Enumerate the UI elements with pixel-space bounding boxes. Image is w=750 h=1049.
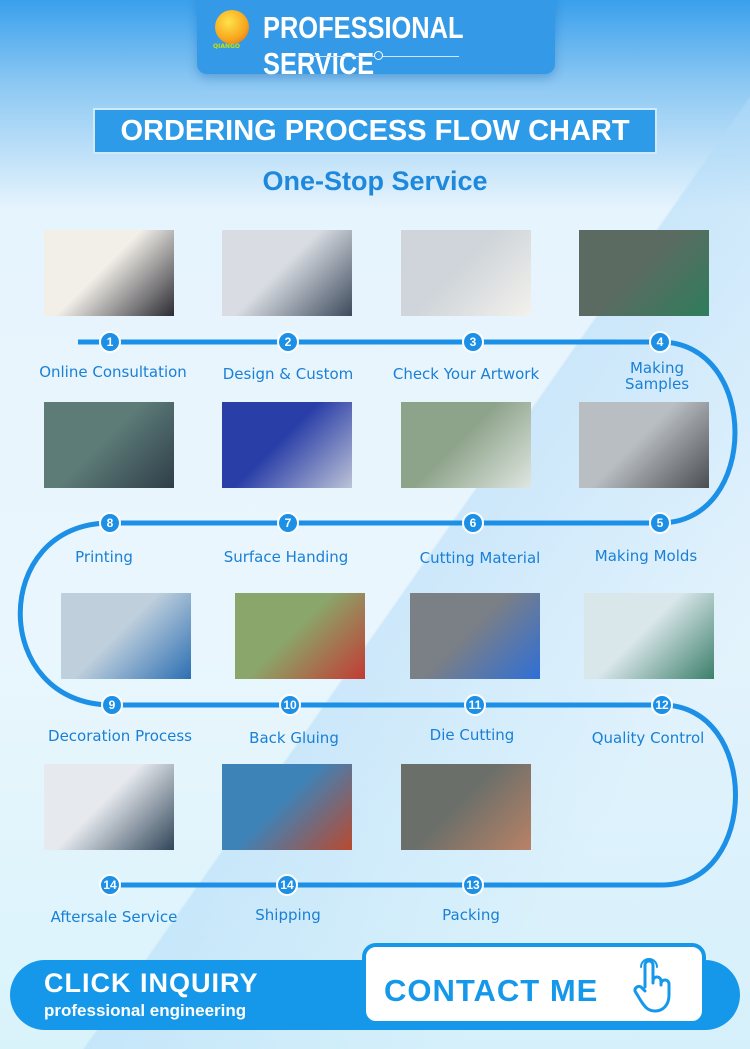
step-label: Online Consultation [39, 363, 187, 381]
step-photo-packed-boxes [401, 764, 531, 850]
step-photo-cargo-ship-plane [222, 764, 352, 850]
step-number-badge: 7 [277, 512, 299, 534]
step-label: Making Molds [594, 547, 698, 565]
step-label: Decoration Process [48, 727, 192, 745]
step-label: Making Samples [624, 359, 690, 393]
banner-title: ORDERING PROCESS FLOW CHART [120, 115, 630, 147]
step-photo-gluing-press [235, 593, 365, 679]
step-number-badge: 14 [99, 874, 121, 896]
step-number-badge: 5 [649, 512, 671, 534]
header-title: PROFESSIONAL SERVICE [263, 10, 464, 81]
step-photo-decoration-machine [61, 593, 191, 679]
step-number-badge: 10 [279, 694, 301, 716]
step-photo-mold-plate [579, 402, 709, 488]
step-number-badge: 6 [462, 512, 484, 534]
step-photo-sample-machine [579, 230, 709, 316]
step-number-badge: 8 [99, 512, 121, 534]
cta-title: CLICK INQUIRY [44, 968, 259, 998]
step-photo-support-agent [44, 764, 174, 850]
banner-title-bar: ORDERING PROCESS FLOW CHART [95, 110, 655, 152]
step-number-badge: 11 [464, 694, 486, 716]
step-photo-qc-workers [584, 593, 714, 679]
step-photo-die-cut-plate [410, 593, 540, 679]
step-photo-cutting-machine [401, 402, 531, 488]
step-number-badge: 14 [276, 874, 298, 896]
step-photo-operator-with-headset [44, 230, 174, 316]
step-label: Shipping [255, 906, 321, 924]
step-number-badge: 4 [649, 331, 671, 353]
step-number-badge: 1 [99, 331, 121, 353]
step-label: Packing [442, 906, 500, 924]
header-tab: QIANGO PROFESSIONAL SERVICE [197, 0, 555, 81]
step-label: Cutting Material [419, 549, 541, 567]
logo-icon [215, 10, 249, 44]
step-label: Surface Handing [223, 548, 349, 566]
step-photo-printing-press [44, 402, 174, 488]
hand-pointer-icon [633, 958, 671, 1013]
logo-text: QIANGO [213, 43, 241, 50]
step-label: Check Your Artwork [392, 365, 540, 383]
header-dot-icon [374, 51, 383, 60]
contact-me-label: CONTACT ME [384, 973, 599, 1008]
step-label: Printing [75, 548, 133, 566]
cta-subtitle: professional engineering [44, 1001, 247, 1020]
step-number-badge: 9 [101, 694, 123, 716]
contact-me-button[interactable]: CONTACT ME [362, 943, 706, 1025]
step-label: Quality Control [591, 729, 705, 747]
step-label: Die Cutting [429, 726, 515, 744]
step-label: Design & Custom [222, 365, 354, 383]
banner-subtitle: One-Stop Service [262, 166, 488, 196]
step-photo-logo-design-screens [222, 230, 352, 316]
step-label: Back Gluing [249, 729, 339, 747]
step-photo-blue-panels [222, 402, 352, 488]
step-number-badge: 12 [651, 694, 673, 716]
step-number-badge: 13 [462, 874, 484, 896]
step-number-badge: 3 [462, 331, 484, 353]
step-photo-reviewing-drawings [401, 230, 531, 316]
step-label: Aftersale Service [50, 908, 178, 926]
step-number-badge: 2 [277, 331, 299, 353]
